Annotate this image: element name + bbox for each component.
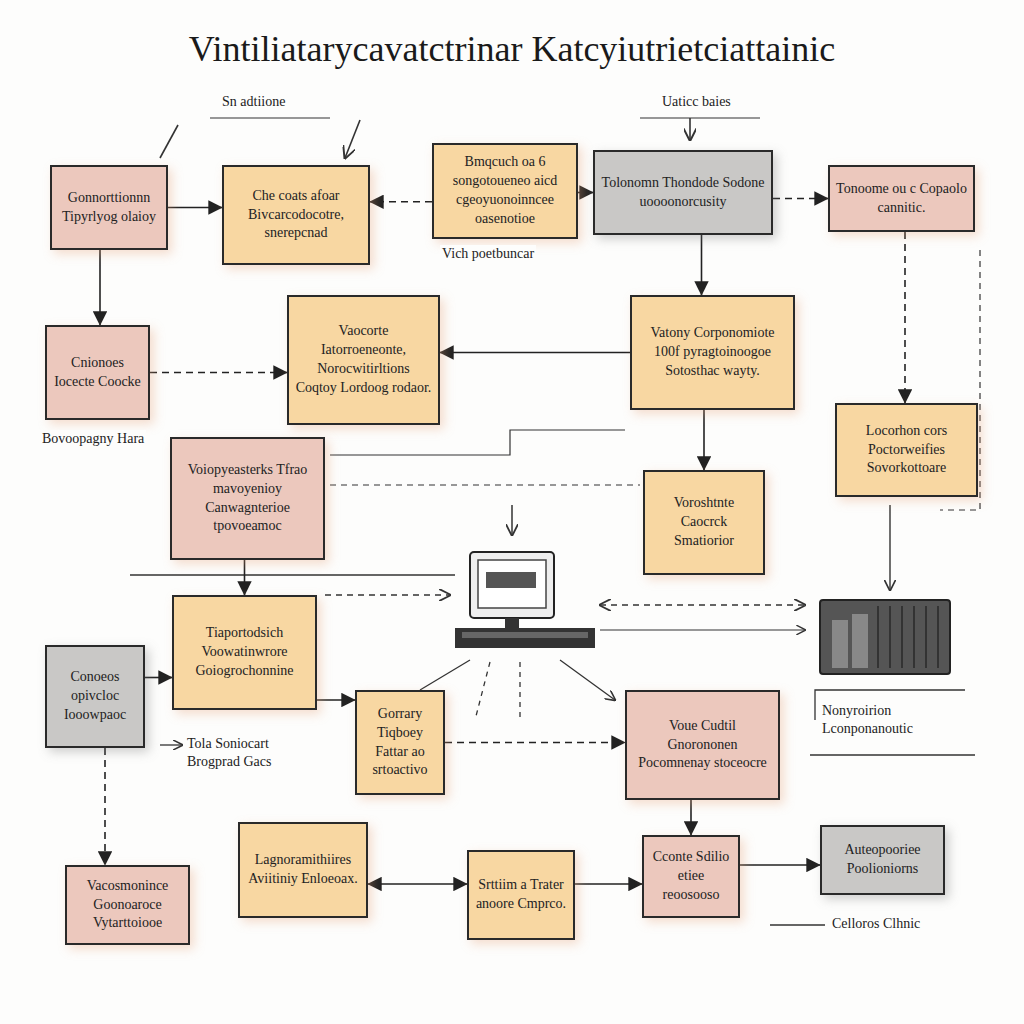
connector-arrow bbox=[368, 883, 467, 885]
leader-arrow bbox=[160, 744, 182, 745]
box-text: Tolonomn Thondode Sodone uoooonorcusity bbox=[601, 174, 765, 212]
dashed-wire bbox=[325, 594, 450, 596]
process-box: Locorhon cors Poctorweifies Sovorkottoar… bbox=[835, 403, 978, 497]
box-text: Vacosmonince Goonoaroce Vytarttoiooe bbox=[73, 877, 182, 934]
dashed-wire bbox=[600, 604, 805, 606]
connector-arrow bbox=[904, 232, 906, 403]
wire bbox=[560, 660, 615, 700]
process-box: Cconte Sdilio etiee reoosooso bbox=[642, 835, 740, 918]
leader-arrow bbox=[689, 118, 691, 140]
diagram-title: Vintiliatarycavatctrinar Katcyiutrietcia… bbox=[0, 28, 1024, 70]
note-label: Vich poetbuncar bbox=[440, 245, 536, 263]
connector-arrow bbox=[145, 677, 172, 679]
wire bbox=[889, 505, 890, 590]
wire bbox=[420, 660, 470, 690]
wire bbox=[330, 430, 625, 455]
connector-arrow bbox=[99, 250, 101, 325]
note-label: Sn adtiione bbox=[220, 93, 287, 111]
process-box: Lagnoramithiires Aviitiniy Enloeoax. bbox=[238, 822, 368, 918]
dashed-wire bbox=[519, 662, 520, 720]
box-text: Vaocorte Iatorroeneonte, Norocwitirltion… bbox=[295, 322, 432, 398]
box-text: Cnionoes Iocecte Coocke bbox=[53, 354, 142, 392]
leader-arrow bbox=[511, 505, 513, 535]
box-text: Gorrary Tiqboey Fattar ao srtoactivo bbox=[363, 705, 437, 781]
connector-arrow bbox=[740, 864, 820, 866]
connector-arrow bbox=[701, 235, 703, 295]
connector-arrow bbox=[703, 410, 705, 470]
leader-line bbox=[770, 924, 825, 925]
connector-arrow bbox=[150, 372, 287, 374]
box-text: Voroshtnte Caocrck Smatiorior bbox=[651, 494, 757, 551]
note-label: Celloros Clhnic bbox=[830, 915, 922, 933]
process-box: Conoeos opivcloc Iooowpaoc bbox=[45, 645, 145, 748]
process-box: Che coats afoar Bivcarcodocotre, snerepc… bbox=[222, 165, 370, 265]
process-box: Vatony Corponomiote 100f pyragtoinoogoe … bbox=[630, 295, 795, 410]
box-text: Cconte Sdilio etiee reoosooso bbox=[650, 848, 732, 905]
server-icon bbox=[820, 600, 950, 674]
box-text: Bmqcuch oa 6 songotoueneo aicd cgeoyuono… bbox=[440, 153, 570, 229]
process-box: Srttiim a Trater anoore Cmprco. bbox=[467, 850, 575, 940]
process-box: Gorrary Tiqboey Fattar ao srtoactivo bbox=[355, 690, 445, 795]
leader-arrow bbox=[345, 120, 360, 158]
computer-icon bbox=[455, 552, 595, 648]
process-box: Bmqcuch oa 6 songotoueneo aicd cgeoyuono… bbox=[432, 143, 578, 239]
underline bbox=[640, 117, 760, 118]
dashed-wire bbox=[475, 662, 490, 720]
box-text: Tonoome ou c Copaolo cannitic. bbox=[836, 180, 967, 218]
connector-arrow bbox=[575, 883, 642, 885]
box-text: Gonnorttionnn Tipyrlyog olaioy bbox=[58, 189, 160, 227]
process-box: Voiopyeasterks Tfrao mavoyenioy Canwagnt… bbox=[170, 437, 325, 560]
box-text: Vatony Corponomiote 100f pyragtoinoogoe … bbox=[638, 324, 787, 381]
box-text: Voue Cudtil Gnorononen Pocomnenay stoceo… bbox=[633, 717, 772, 774]
box-text: Voiopyeasterks Tfrao mavoyenioy Canwagnt… bbox=[178, 461, 317, 537]
box-text: Auteopooriee Poolioniorns bbox=[828, 841, 937, 879]
box-text: Locorhon cors Poctorweifies Sovorkottoar… bbox=[843, 422, 970, 479]
wire bbox=[130, 574, 455, 575]
note-label: Tola Soniocart Brogprad Gacs bbox=[185, 735, 314, 771]
connector-arrow bbox=[578, 192, 593, 194]
process-box: Voue Cudtil Gnorononen Pocomnenay stoceo… bbox=[625, 690, 780, 800]
process-box: Tolonomn Thondode Sodone uoooonorcusity bbox=[593, 150, 773, 235]
connector-arrow bbox=[440, 352, 630, 354]
process-box: Vacosmonince Goonoaroce Vytarttoiooe bbox=[65, 865, 190, 945]
connector-arrow bbox=[690, 800, 692, 835]
dashed-wire bbox=[330, 484, 640, 485]
box-text: Srttiim a Trater anoore Cmprco. bbox=[475, 876, 567, 914]
underline bbox=[210, 117, 330, 118]
bracket bbox=[810, 754, 975, 755]
box-text: Lagnoramithiires Aviitiniy Enloeoax. bbox=[246, 851, 360, 889]
connector-arrow bbox=[370, 201, 432, 203]
process-box: Cnionoes Iocecte Coocke bbox=[45, 325, 150, 420]
note-label: Bovoopagny Hara bbox=[40, 430, 146, 448]
connector-arrow bbox=[445, 742, 625, 744]
connector-arrow bbox=[104, 748, 106, 865]
connector-arrow bbox=[317, 699, 355, 701]
wire bbox=[600, 629, 805, 630]
note-label: Uaticc baies bbox=[660, 93, 733, 111]
connector-arrow bbox=[773, 198, 828, 200]
process-box: Voroshtnte Caocrck Smatiorior bbox=[643, 470, 765, 575]
process-box: Auteopooriee Poolioniorns bbox=[820, 825, 945, 895]
connector-arrow bbox=[244, 560, 246, 595]
process-box: Tiaportodsich Voowatinwrore Goiogrochonn… bbox=[172, 595, 317, 710]
connector-arrow bbox=[168, 207, 222, 209]
process-box: Vaocorte Iatorroeneonte, Norocwitirltion… bbox=[287, 295, 440, 425]
process-box: Tonoome ou c Copaolo cannitic. bbox=[828, 165, 975, 232]
box-text: Conoeos opivcloc Iooowpaoc bbox=[53, 668, 137, 725]
process-box: Gonnorttionnn Tipyrlyog olaioy bbox=[50, 165, 168, 250]
box-text: Tiaportodsich Voowatinwrore Goiogrochonn… bbox=[180, 624, 309, 681]
box-text: Che coats afoar Bivcarcodocotre, snerepc… bbox=[230, 187, 362, 244]
leader-line bbox=[160, 125, 178, 158]
note-label: Nonyroirion Lconponanoutic bbox=[820, 702, 974, 738]
